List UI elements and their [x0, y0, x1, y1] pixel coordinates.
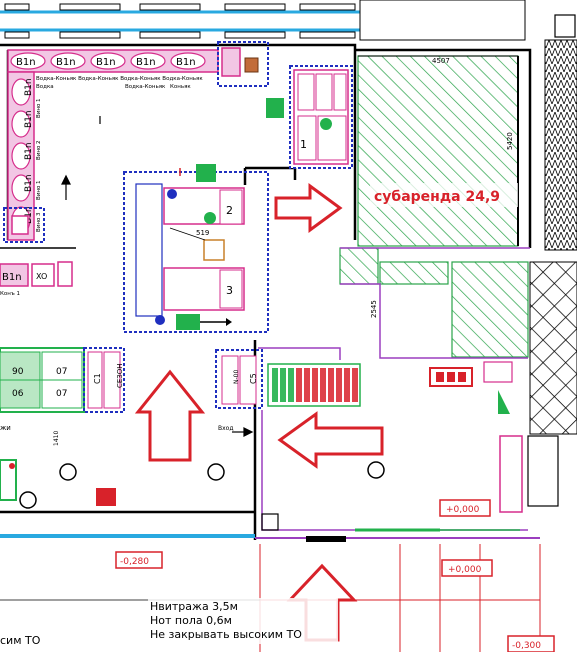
left-shelf-label: B1n — [24, 174, 34, 192]
island-dim: 519 — [196, 229, 209, 237]
sublease-area: субаренда 24,9 4507 5420 — [357, 55, 519, 247]
note-3: Не закрывать высоким ТО — [150, 628, 302, 641]
top-shelf-caption-2: Водка — [36, 84, 54, 90]
left-shelf-2: B1n — [11, 110, 34, 138]
top-shelf-row: B1n B1n B1n B1n B1n Водка-Коньяк Водка-Конья… — [7, 49, 219, 90]
notes: Нвитража 3,5м Нот пола 0,6м Не закрывать… — [0, 598, 338, 647]
arrow-left — [277, 411, 384, 469]
stair-step — [320, 368, 326, 402]
left-shelf-label: B1n — [24, 110, 34, 128]
note-2: Нот пола 0,6м — [150, 614, 232, 627]
stair-step — [272, 368, 278, 402]
stairs — [258, 347, 513, 407]
season-cell-07a: 07 — [56, 367, 67, 377]
top-shelf-3: B1n — [90, 52, 126, 70]
island-number-2: 2 — [226, 204, 233, 217]
level-a: +0,000 — [446, 505, 480, 515]
bottom-left-caption: Конъ 1 — [0, 291, 20, 297]
c5-unit: C5 N-00 — [215, 349, 263, 409]
level-c: -0,280 — [120, 557, 149, 567]
island-number-3: 3 — [226, 284, 233, 297]
top-shelf-label: B1n — [16, 57, 36, 68]
arrow-up — [134, 369, 206, 462]
left-caption-3: Вино 1 — [36, 180, 42, 200]
note-1: Нвитража 3,5м — [150, 600, 238, 613]
small-arrows — [61, 116, 254, 437]
top-shelf-label: B1n — [96, 57, 116, 68]
top-shelf-1: B1n — [10, 52, 46, 70]
level-markers: +0,000 +0,000 -0,280 -0,300 — [115, 499, 555, 652]
left-caption-2: Вино 2 — [36, 140, 42, 160]
top-shelf-caption: Водка-Коньяк Водка-Коньяк Водка-Коньяк В… — [36, 76, 203, 82]
season-label: СЕЗОН — [116, 363, 124, 388]
sublease-label: субаренда 24,9 — [374, 189, 500, 205]
central-island: 2 3 519 — [123, 164, 269, 333]
top-shelf-label: B1n — [136, 57, 156, 68]
top-facade — [0, 0, 577, 41]
label-1410: 1410 — [53, 431, 60, 446]
c5-label: C5 — [249, 373, 258, 384]
label-entry: Вход — [218, 425, 234, 432]
corner-unit-number: 1 — [300, 138, 307, 151]
corner-unit: 1 — [266, 65, 353, 169]
dim-right: 5420 — [506, 132, 514, 150]
bottom-left-shelf: B1n Конъ 1 XO — [0, 247, 76, 297]
season-cell-07b: 07 — [56, 389, 67, 399]
stair-step — [280, 368, 286, 402]
note-left: сим ТО — [0, 634, 41, 647]
top-shelf-caption-4: Коньяк — [170, 84, 191, 90]
stair-step — [344, 368, 350, 402]
top-shelf-5: B1n — [170, 52, 206, 70]
misc-labels: Вход жи 1410 — [0, 424, 234, 446]
season-cell-06: 06 — [12, 389, 24, 399]
left-shelf-1: B1n — [11, 78, 34, 106]
season-c1: C1 — [93, 373, 102, 384]
bottom-hall — [0, 390, 528, 532]
level-b: +0,000 — [448, 565, 482, 575]
left-shelf-label: B1n — [24, 142, 34, 160]
top-shelf-4: B1n — [130, 52, 166, 70]
left-caption-1: Вино 1 — [36, 98, 42, 118]
bottom-left-shelf-label: B1n — [2, 272, 22, 283]
season-block: 90 07 06 07 C1 СЕЗОН — [0, 347, 125, 413]
stair-step — [352, 368, 358, 402]
left-caption-4: Вино 3 — [36, 212, 42, 232]
top-shelf-2: B1n — [50, 52, 86, 70]
left-shelf-4: B1n — [11, 174, 34, 202]
dim-mid: 2545 — [370, 300, 378, 318]
stair-step — [304, 368, 310, 402]
stair-step — [312, 368, 318, 402]
arrow-right — [274, 183, 343, 233]
top-shelf-label: B1n — [56, 57, 76, 68]
dim-top: 4507 — [432, 57, 450, 65]
top-shelf-caption-3: Водка-Коньяк — [125, 84, 166, 90]
right-lattice-column — [544, 39, 577, 251]
left-shelf-label: B1n — [24, 78, 34, 96]
stair-step — [288, 368, 294, 402]
lower-hatched-zone: 2545 — [339, 247, 530, 359]
left-shelf-label: B1n — [24, 206, 34, 224]
stair-step — [328, 368, 334, 402]
right-box — [527, 435, 559, 507]
season-cell-90: 90 — [12, 367, 24, 377]
stair-step — [336, 368, 342, 402]
c5-sub: N-00 — [233, 370, 240, 384]
stair-step — [296, 368, 302, 402]
left-shelf-3: B1n — [11, 142, 34, 170]
xo-label: XO — [36, 272, 47, 281]
top-right-unit — [217, 41, 269, 87]
label-zhi: жи — [0, 424, 11, 432]
level-d: -0,300 — [512, 641, 541, 651]
top-shelf-label: B1n — [176, 57, 196, 68]
right-lattice — [529, 261, 577, 435]
